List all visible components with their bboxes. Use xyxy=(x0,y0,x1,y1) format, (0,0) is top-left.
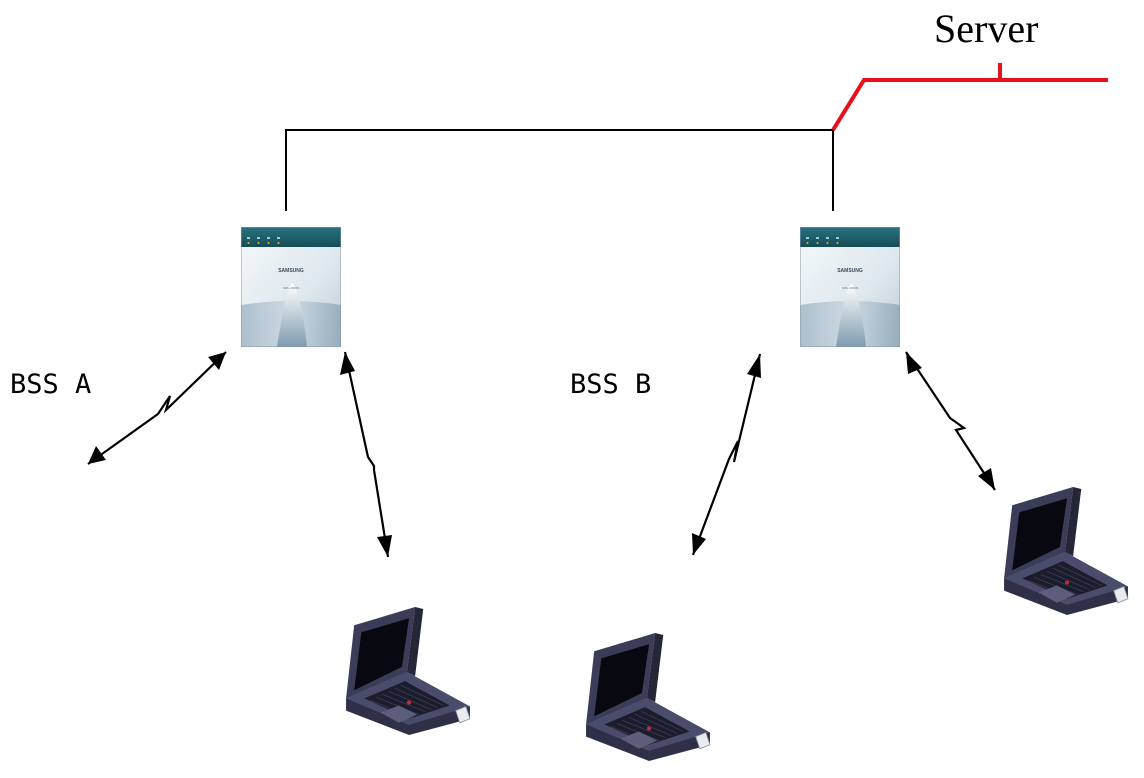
arrowhead xyxy=(906,352,922,374)
access-point-a-brand: SAMSUNG xyxy=(278,268,304,274)
wireless-link-a-laptop xyxy=(343,351,390,558)
laptop-2 xyxy=(585,632,711,762)
access-point-b-model: SWL-2000N xyxy=(842,286,858,290)
laptop-3 xyxy=(1003,486,1129,616)
access-point-a: SAMSUNG SWL-2000N xyxy=(241,227,341,347)
arrowhead xyxy=(747,354,761,378)
arrowhead xyxy=(692,533,706,555)
arrowhead xyxy=(377,535,392,557)
access-point-b-brand: SAMSUNG xyxy=(837,268,863,274)
wireless-link-b-laptop-1 xyxy=(691,353,762,556)
wireless-link-b-laptop-2 xyxy=(905,351,996,491)
arrowhead xyxy=(88,446,106,464)
bss-b-label: BSS B xyxy=(570,369,651,400)
bss-a-label: BSS A xyxy=(10,369,91,400)
access-point-a-model: SWL-2000N xyxy=(283,286,299,290)
arrowhead xyxy=(340,352,355,375)
arrowhead xyxy=(978,468,995,490)
server-link xyxy=(831,78,1108,132)
laptop-1 xyxy=(345,606,471,736)
backbone-link xyxy=(285,129,834,211)
server-label: Server xyxy=(934,6,1038,51)
wireless-link-a-left xyxy=(87,351,227,465)
arrowhead xyxy=(208,352,226,370)
access-point-b: SAMSUNG SWL-2000N xyxy=(800,227,900,347)
